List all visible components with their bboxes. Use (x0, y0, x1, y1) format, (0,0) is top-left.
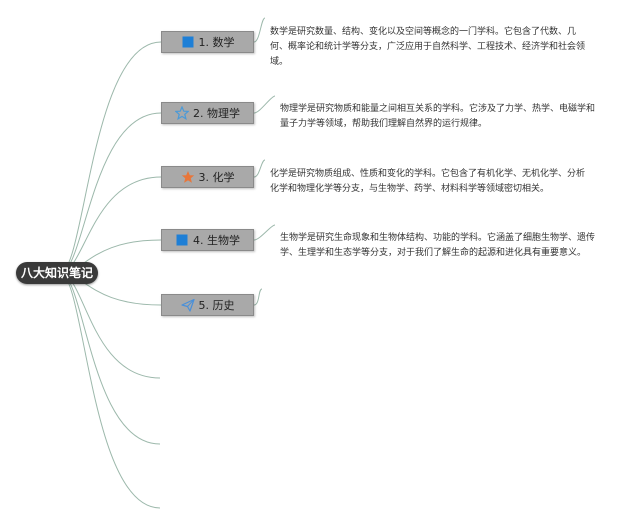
topic-description-3: 化学是研究物质组成、性质和变化的学科。它包含了有机化学、无机化学、分析 化学和物… (270, 167, 585, 197)
branch-connector (59, 112, 162, 274)
topic-node-1[interactable]: 1. 数学 (161, 31, 254, 53)
description-line: 生物学是研究生命现象和生物体结构、功能的学科。它涵盖了细胞生物学、遗传 (280, 233, 596, 243)
description-connector (253, 288, 263, 306)
topic-description-2: 物理学是研究物质和能量之间相互关系的学科。它涉及了力学、热学、电磁学和 量子力学… (280, 102, 595, 132)
description-line: 何、概率论和统计学等分支，广泛应用于自然科学、工程技术、经济学和社会领 (270, 42, 586, 52)
description-line: 物理学是研究物质和能量之间相互关系的学科。它涉及了力学、热学、电磁学和 (280, 104, 596, 114)
branch-connector (59, 41, 162, 274)
description-connector (253, 159, 266, 178)
topic-description-1: 数学是研究数量、结构、变化以及空间等概念的一门学科。它包含了代数、几 何、概率论… (270, 25, 585, 70)
root-node[interactable]: 八大知识笔记 (16, 262, 98, 284)
topic-label: 4. 生物学 (193, 234, 240, 247)
topic-node-2[interactable]: 2. 物理学 (161, 102, 254, 124)
description-line: 化学是研究物质组成、性质和变化的学科。它包含了有机化学、无机化学、分析 (270, 169, 586, 179)
description-line: 量子力学等领域，帮助我们理解自然界的运行规律。 (280, 119, 488, 129)
branch-connector (59, 272, 161, 509)
paper-plane-icon (180, 298, 195, 312)
blue-square-icon (175, 233, 189, 247)
topic-label: 3. 化学 (198, 171, 235, 184)
description-line: 数学是研究数量、结构、变化以及空间等概念的一门学科。它包含了代数、几 (270, 27, 577, 37)
topic-node-3[interactable]: 3. 化学 (161, 166, 254, 188)
branch-connector (59, 272, 161, 379)
blue-square-icon (181, 35, 195, 49)
branch-connector (59, 272, 161, 445)
topic-label: 1. 数学 (198, 36, 235, 49)
topic-node-4[interactable]: 4. 生物学 (161, 229, 254, 251)
topic-label: 2. 物理学 (193, 107, 240, 120)
description-connector (253, 95, 276, 114)
topic-node-5[interactable]: 5. 历史 (161, 294, 254, 316)
star-outline-icon (175, 106, 189, 120)
branch-connector (59, 176, 162, 274)
topic-label: 5. 历史 (198, 299, 235, 312)
description-line: 化学和物理化学等分支，与生物学、药学、材料科学等领域密切相关。 (270, 184, 550, 194)
description-connector (253, 224, 276, 241)
orange-star-icon (181, 170, 195, 184)
description-line: 域。 (270, 57, 289, 67)
description-line: 学、生理学和生态学等分支，对于我们了解生命的起源和进化具有重要意义。 (280, 248, 587, 258)
topic-description-4: 生物学是研究生命现象和生物体结构、功能的学科。它涵盖了细胞生物学、遗传 学、生理… (280, 231, 595, 261)
description-connector (253, 17, 266, 43)
